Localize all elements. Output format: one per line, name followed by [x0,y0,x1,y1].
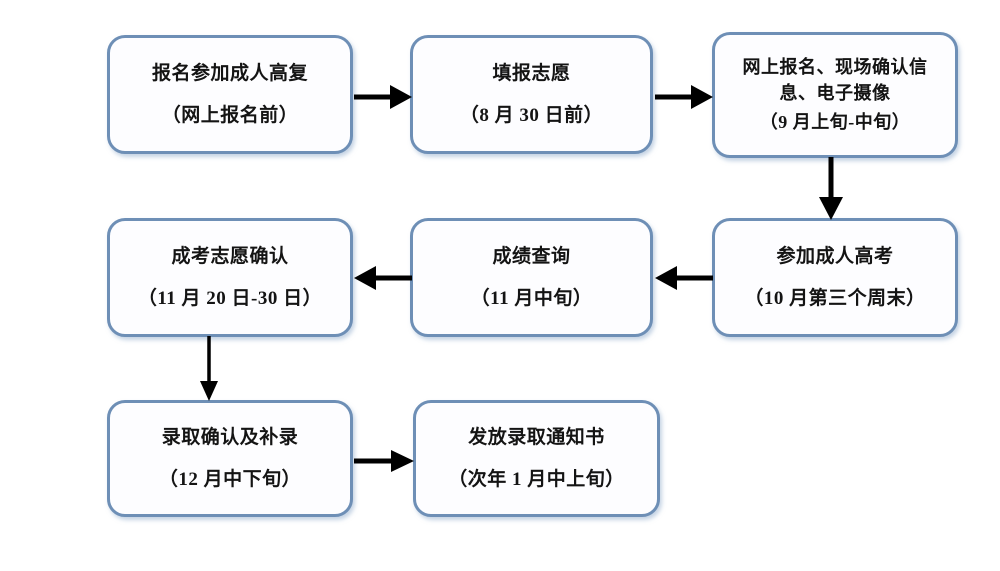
flow-node-6-title: 成考志愿确认 [171,246,289,268]
flow-node-3[interactable]: 网上报名、现场确认信 息、电子摄像 （9 月上旬-中旬） [712,32,958,158]
flow-node-5[interactable]: 成绩查询 （11 月中旬） [410,218,653,337]
flow-node-4-title: 参加成人高考 [776,246,894,268]
flow-node-2-subtitle: （8 月 30 日前） [459,104,604,126]
arrow-left-node4-to-node5 [655,263,713,293]
flow-node-2[interactable]: 填报志愿 （8 月 30 日前） [410,35,653,154]
arrow-right-node1-to-node2 [354,82,412,112]
flow-node-5-title: 成绩查询 [492,246,571,268]
flow-node-3-title-line2: 息、电子摄像 [779,82,891,103]
flow-node-3-title-line1: 网上报名、现场确认信 [742,57,928,78]
arrow-down-node6-to-node7 [196,336,222,401]
flow-node-1-title: 报名参加成人高复 [151,63,308,85]
flow-node-1-subtitle: （网上报名前） [161,104,299,126]
flow-node-5-subtitle: （11 月中旬） [470,287,593,309]
arrow-left-node5-to-node6 [354,263,412,293]
flow-node-8-title: 发放录取通知书 [468,427,605,449]
flow-node-7-subtitle: （12 月中下旬） [158,468,302,490]
flow-node-8[interactable]: 发放录取通知书 （次年 1 月中上旬） [413,400,660,517]
flow-node-8-subtitle: （次年 1 月中上旬） [448,468,625,490]
flow-node-1[interactable]: 报名参加成人高复 （网上报名前） [107,35,353,154]
flow-node-7-title: 录取确认及补录 [161,427,299,449]
arrow-down-node3-to-node4 [816,157,846,220]
arrow-right-node7-to-node8 [354,446,414,476]
arrow-right-node2-to-node3 [655,82,713,112]
flow-node-4[interactable]: 参加成人高考 （10 月第三个周末） [712,218,958,337]
flow-node-3-subtitle: （9 月上旬-中旬） [759,112,911,133]
flow-node-7[interactable]: 录取确认及补录 （12 月中下旬） [107,400,353,517]
flow-node-4-subtitle: （10 月第三个周末） [744,287,926,309]
flow-node-6-subtitle: （11 月 20 日-30 日） [137,287,323,309]
flow-node-6[interactable]: 成考志愿确认 （11 月 20 日-30 日） [107,218,353,337]
flow-node-2-title: 填报志愿 [492,63,571,85]
